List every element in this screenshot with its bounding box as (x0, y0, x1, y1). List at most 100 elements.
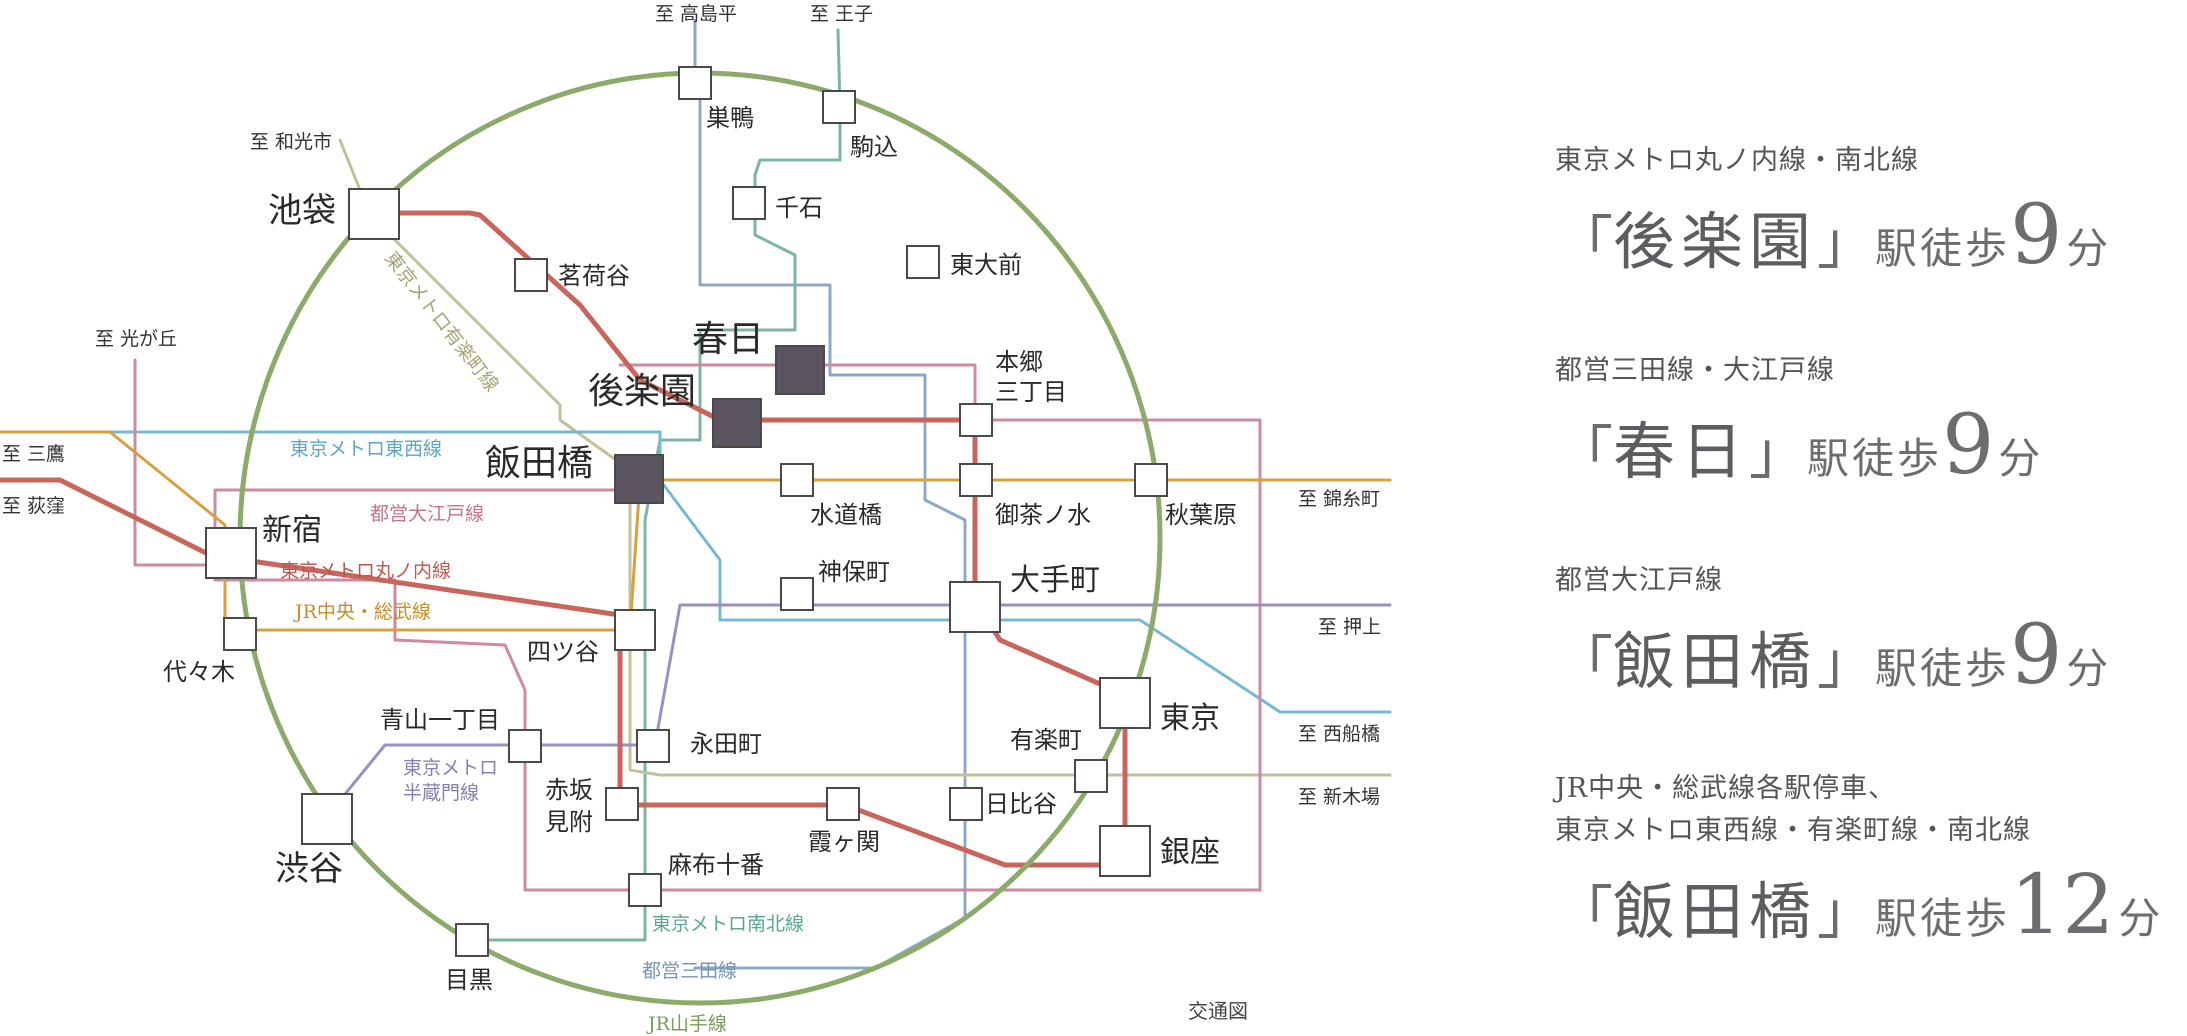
map-caption: 交通図 (1188, 999, 1248, 1023)
station-box-nagatacho (636, 729, 670, 763)
label-marunouchi: 東京メトロ丸ノ内線 (280, 560, 451, 582)
marunouchi-line (0, 210, 1128, 868)
name-hibiya: 日比谷 (985, 790, 1057, 818)
station-box-sugamo (678, 66, 712, 100)
bracket-close: 」 (1749, 419, 1808, 487)
access-block-iidabashi-jr: JR中央・総武線各駅停車、 東京メトロ東西線・有楽町線・南北線 「飯田橋」駅徒歩… (1555, 768, 2160, 953)
access-subtitle: JR中央・総武線各駅停車、 (1555, 773, 1897, 804)
station-box-hibiya (949, 787, 983, 821)
station-box-ikebukuro (348, 188, 400, 240)
name-kasuga: 春日 (692, 319, 764, 360)
station-box-akihabara (1134, 463, 1168, 497)
bracket-close: 」 (1817, 879, 1876, 947)
bracket-open: 「 (1555, 209, 1614, 277)
station-box-shinjuku (205, 527, 257, 579)
access-time: 「飯田橋」駅徒歩12分 (1555, 858, 2160, 953)
route-map: 東京メトロ東西線 都営大江戸線 東京メトロ丸ノ内線 JR中央・総武線 東京メトロ… (0, 3, 1392, 1035)
name-akihabara: 秋葉原 (1165, 501, 1237, 529)
name-meguro: 目黒 (445, 966, 493, 994)
access-subtitle: 東京メトロ丸ノ内線・南北線 (1555, 145, 1919, 176)
name-myogadani: 茗荷谷 (558, 262, 630, 290)
access-station: 春日 (1613, 415, 1750, 488)
label-hanzomon-2: 半蔵門線 (403, 782, 479, 804)
name-hongo-2: 三丁目 (995, 378, 1067, 406)
access-panel: 東京メトロ丸ノ内線・南北線 「後楽園」駅徒歩9分 都営三田線・大江戸線 「春日」… (1555, 0, 2187, 1036)
bracket-open: 「 (1555, 629, 1614, 697)
label-oedo: 都営大江戸線 (370, 503, 484, 525)
station-box-kasuga (775, 345, 825, 395)
yurakucho-line (368, 213, 1392, 777)
label-yurakucho: 東京メトロ有楽町線 (380, 248, 503, 396)
station-box-iidabashi (614, 454, 664, 504)
access-station: 飯田橋 (1613, 625, 1818, 698)
access-subtitle: 都営三田線・大江戸線 (1555, 355, 1835, 386)
access-subtitle-2: 東京メトロ東西線・有楽町線・南北線 (1555, 815, 2031, 846)
name-akasaka-2: 見附 (545, 808, 593, 836)
name-komagome: 駒込 (850, 133, 898, 161)
name-todaimae: 東大前 (950, 251, 1022, 279)
access-minutes: 12 (2010, 858, 2115, 953)
station-box-otemachi (949, 581, 1001, 633)
access-walk: 駅徒歩 (1807, 434, 1943, 483)
dest-nishifunabashi: 至 西船橋 (1298, 723, 1380, 745)
access-unit: 分 (2066, 224, 2109, 273)
access-unit: 分 (2118, 894, 2161, 943)
name-ochanomizu: 御茶ノ水 (995, 501, 1091, 529)
access-walk: 駅徒歩 (1875, 894, 2011, 943)
access-time: 「後楽園」駅徒歩9分 (1555, 188, 2108, 283)
label-namboku: 東京メトロ南北線 (652, 913, 804, 935)
access-minutes: 9 (2010, 608, 2063, 703)
name-otemachi: 大手町 (1010, 563, 1100, 598)
station-box-myogadani (514, 258, 548, 292)
station-box-suidobashi (780, 463, 814, 497)
dest-shinkiba: 至 新木場 (1298, 786, 1380, 808)
name-hongo-1: 本郷 (995, 348, 1043, 376)
station-box-hongo (959, 403, 993, 437)
name-shinjuku: 新宿 (262, 513, 322, 548)
dest-oji: 至 王子 (810, 3, 873, 25)
name-ikebukuro: 池袋 (268, 191, 336, 231)
access-minutes: 9 (1942, 398, 1995, 493)
name-iidabashi: 飯田橋 (485, 443, 593, 484)
station-box-ochanomizu (959, 463, 993, 497)
station-box-yurakucho (1074, 759, 1108, 793)
name-suidobashi: 水道橋 (810, 501, 882, 529)
station-box-yotsuya (614, 609, 656, 651)
bracket-close: 」 (1817, 209, 1876, 277)
name-sengoku: 千石 (775, 194, 823, 222)
name-aoyama: 青山一丁目 (380, 706, 500, 734)
station-box-ginza (1099, 825, 1151, 877)
access-subtitle: 都営大江戸線 (1555, 565, 1723, 596)
name-tokyo: 東京 (1160, 701, 1220, 736)
access-station: 飯田橋 (1613, 875, 1818, 948)
station-boxes (205, 66, 1168, 957)
dest-takashimadaira: 至 高島平 (655, 3, 737, 25)
name-nagatacho: 永田町 (690, 730, 762, 758)
tozai-line (0, 430, 1392, 714)
bracket-open: 「 (1555, 419, 1614, 487)
access-walk: 駅徒歩 (1875, 224, 2011, 273)
station-box-todaimae (906, 245, 940, 279)
dest-ogikubo: 至 荻窪 (2, 495, 65, 517)
label-mita: 都営三田線 (642, 960, 737, 982)
dest-oshiage: 至 押上 (1318, 616, 1381, 638)
station-box-tokyo (1099, 677, 1151, 729)
access-block-iidabashi-oedo: 都営大江戸線 「飯田橋」駅徒歩9分 (1555, 560, 2108, 703)
label-tozai: 東京メトロ東西線 (290, 438, 442, 460)
station-box-komagome (822, 90, 856, 124)
name-ginza: 銀座 (1160, 835, 1220, 870)
station-box-meguro (455, 923, 489, 957)
access-time: 「飯田橋」駅徒歩9分 (1555, 608, 2108, 703)
name-azabu: 麻布十番 (668, 851, 764, 879)
station-box-korakuen (712, 398, 762, 448)
dest-kinshicho: 至 錦糸町 (1298, 488, 1380, 510)
station-box-shibuya (301, 793, 353, 845)
name-jimbocho: 神保町 (818, 558, 890, 586)
station-box-jimbocho (780, 577, 814, 611)
dest-mitaka: 至 三鷹 (2, 443, 65, 465)
access-block-kasuga: 都営三田線・大江戸線 「春日」駅徒歩9分 (1555, 350, 2040, 493)
bracket-close: 」 (1817, 629, 1876, 697)
station-box-sengoku (732, 186, 766, 220)
name-sugamo: 巣鴨 (706, 104, 754, 132)
name-shibuya: 渋谷 (275, 849, 343, 889)
